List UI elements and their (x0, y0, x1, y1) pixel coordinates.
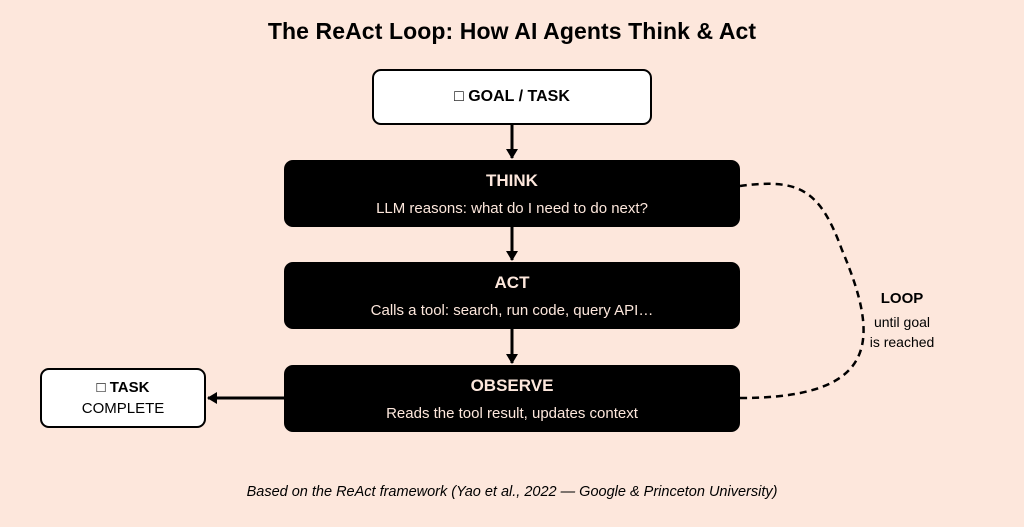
task-complete-box: □ TASK COMPLETE (40, 368, 206, 428)
footer-citation: Based on the ReAct framework (Yao et al.… (246, 484, 778, 500)
loop-label: LOOP until goal is reached (850, 290, 954, 352)
goal-box: □ GOAL / TASK (372, 69, 652, 125)
think-box: THINK LLM reasons: what do I need to do … (284, 160, 740, 227)
think-description: LLM reasons: what do I need to do next? (376, 199, 648, 217)
check-icon: □ (96, 379, 106, 396)
complete-line1: TASK (109, 379, 150, 396)
goal-label: GOAL / TASK (468, 88, 570, 105)
act-title: ACT (494, 272, 530, 292)
loop-back-path (739, 182, 865, 400)
loop-title: LOOP (880, 290, 924, 307)
act-description: Calls a tool: search, run code, query AP… (370, 301, 654, 319)
complete-line2: COMPLETE (81, 400, 165, 417)
observe-description: Reads the tool result, updates context (386, 404, 638, 422)
think-title: THINK (486, 170, 538, 190)
act-box: ACT Calls a tool: search, run code, quer… (284, 262, 740, 329)
target-icon: □ (454, 88, 464, 105)
observe-box: OBSERVE Reads the tool result, updates c… (284, 365, 740, 432)
diagram-title: The ReAct Loop: How AI Agents Think & Ac… (267, 18, 757, 44)
loop-line2: is reached (869, 334, 935, 350)
loop-line1: until goal (873, 314, 931, 330)
observe-title: OBSERVE (470, 375, 554, 395)
